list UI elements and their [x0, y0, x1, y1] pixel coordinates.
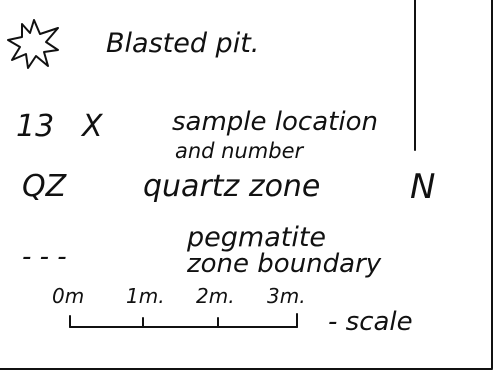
- scale-tick-0: 0m: [52, 284, 84, 308]
- sample-label-line2: and number: [175, 139, 305, 163]
- boundary-label-line2: zone boundary: [186, 249, 382, 279]
- scale-label: - scale: [328, 307, 413, 337]
- scale-tick-1: 1m.: [126, 284, 165, 308]
- sample-number: 13: [16, 109, 54, 144]
- quartz-symbol: QZ: [22, 169, 68, 204]
- north-arrow-label: N: [410, 167, 435, 207]
- sample-symbol: X: [80, 109, 104, 144]
- scale-tick-3: 3m.: [267, 284, 306, 308]
- scale-tick-2: 2m.: [196, 284, 235, 308]
- scale-bar: [69, 313, 298, 328]
- sample-label-line1: sample location: [172, 107, 378, 137]
- boundary-symbol: - - -: [22, 242, 67, 272]
- boundary-label-line1: pegmatite: [186, 222, 326, 253]
- scale-tick-labels: 0m 1m. 2m. 3m.: [52, 284, 306, 308]
- quartz-label: quartz zone: [143, 169, 320, 204]
- blasted-pit-label: Blasted pit.: [106, 28, 259, 59]
- starburst-icon: [7, 19, 59, 69]
